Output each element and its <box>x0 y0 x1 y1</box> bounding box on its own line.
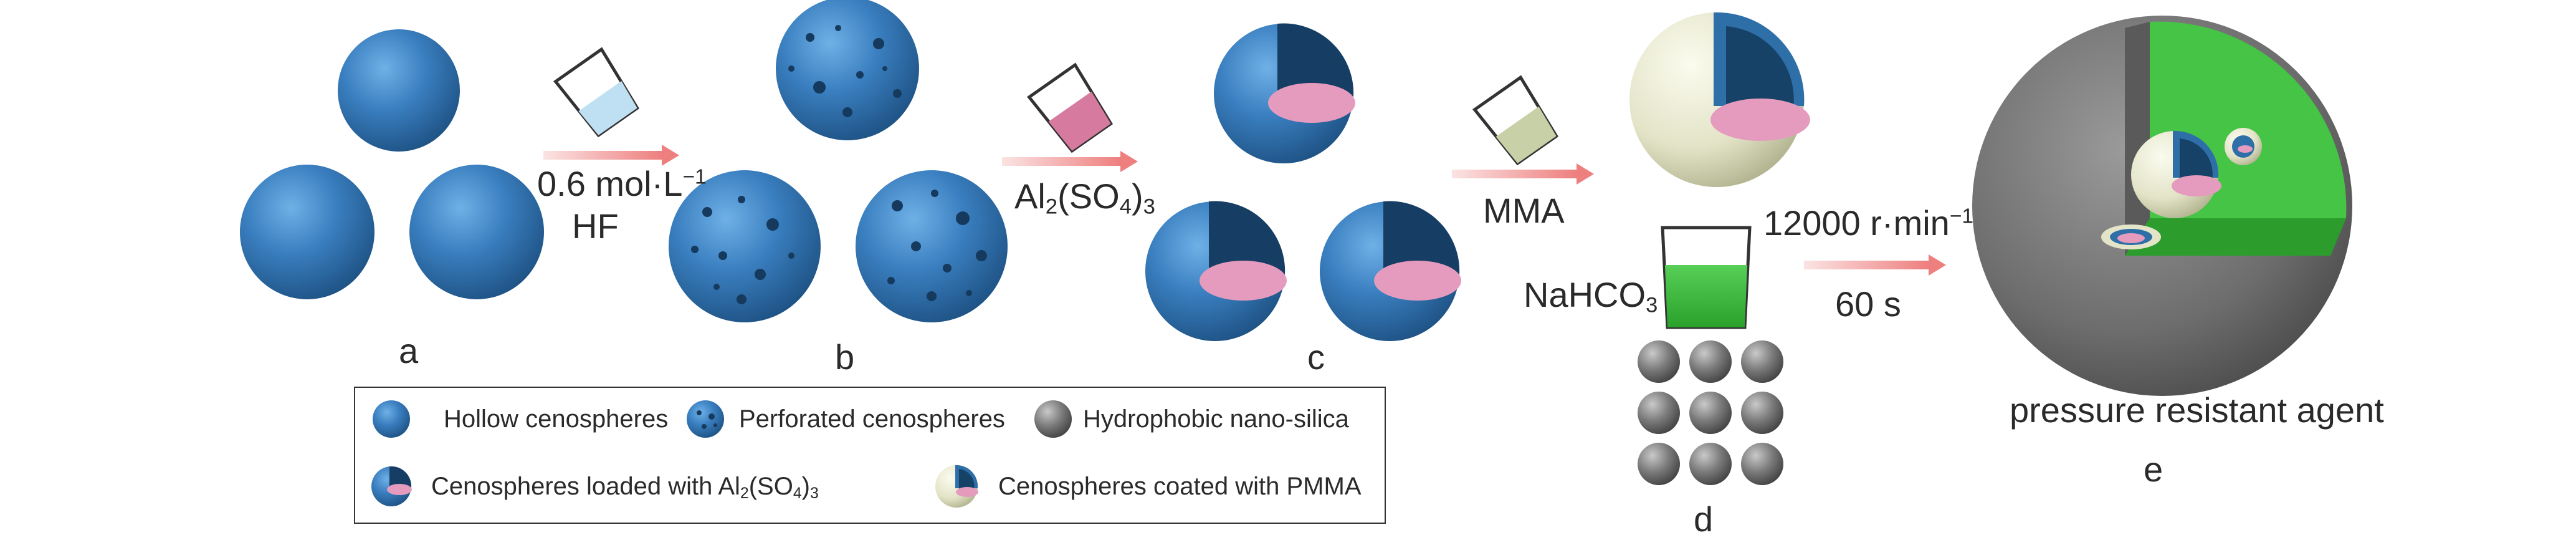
bicarbonate-pre: NaHCO <box>1524 275 1646 314</box>
legend-loaded-icon <box>371 466 412 506</box>
arrow2-sub2: 4 <box>1119 195 1132 219</box>
arrow1-sup: −1 <box>682 165 707 189</box>
perforated-cenosphere <box>776 0 919 140</box>
legend-coated-label: Cenospheres coated with PMMA <box>998 473 1362 500</box>
legend-silica-label: Hydrophobic nano-silica <box>1083 405 1349 433</box>
arrow-mma <box>1452 163 1594 185</box>
legend-hollow-label: Hollow cenospheres <box>444 405 669 433</box>
step-label-c: c <box>1307 337 1325 377</box>
legend-loaded-label: Cenospheres loaded with Al2(SO4)3 <box>431 473 819 503</box>
product-label: pressure resistant agent <box>2010 390 2384 430</box>
arrow3-reagent-label: MMA <box>1483 191 1565 230</box>
loaded-cenosphere <box>1320 201 1461 341</box>
beaker-mma-icon <box>1472 75 1559 166</box>
arrow2-mid: (SO <box>1057 176 1120 216</box>
arrow-aluminium-sulfate <box>1002 151 1138 172</box>
hollow-cenosphere <box>409 165 544 299</box>
legend-loaded-sub3: 3 <box>809 485 819 503</box>
arrow4-sup: −1 <box>1949 205 1974 228</box>
legend-loaded-pre: Cenospheres loaded with Al <box>431 473 740 500</box>
legend-loaded-mid: (SO <box>748 473 793 500</box>
bicarbonate-label: NaHCO3 <box>1524 274 1658 318</box>
arrow4-time-label: 60 s <box>1835 284 1901 324</box>
arrow2-pre: Al <box>1014 176 1046 216</box>
arrow1-concentration-label: 0.6 mol·L−1 <box>537 163 707 204</box>
nano-silica-grid <box>1638 340 1783 485</box>
legend-box <box>354 387 1386 524</box>
hollow-cenosphere <box>240 165 374 299</box>
step-label-a: a <box>399 331 419 370</box>
perforated-cenospheres-group <box>669 0 1008 322</box>
arrow-hf <box>543 145 679 166</box>
beaker-aluminium-sulfate-icon <box>1026 62 1114 153</box>
bicarbonate-sub: 3 <box>1646 293 1658 317</box>
legend-loaded-sub2: 4 <box>793 485 802 503</box>
legend-coated-icon <box>935 465 978 508</box>
step-label-d: d <box>1694 499 1714 539</box>
legend-silica-icon <box>1034 400 1072 438</box>
arrow2-post: ) <box>1131 176 1143 216</box>
pressure-resistant-agent <box>1972 16 2352 396</box>
legend-perforated-icon <box>687 400 724 438</box>
legend-perforated-label: Perforated cenospheres <box>739 405 1005 433</box>
loaded-cenospheres-group <box>1145 23 1461 341</box>
legend-icons <box>371 400 1072 508</box>
beaker-hf-icon <box>553 47 640 138</box>
legend-hollow-icon <box>373 400 410 438</box>
arrow1-reagent-label: HF <box>572 206 619 246</box>
arrow2-reagent-label: Al2(SO4)3 <box>1014 176 1155 219</box>
loaded-cenosphere <box>1145 201 1287 341</box>
arrow4-line1: 12000 r·min <box>1763 203 1950 243</box>
pmma-coated-cenosphere <box>1629 12 1810 187</box>
arrow2-sub3: 3 <box>1143 195 1155 219</box>
step-label-e: e <box>2144 450 2163 489</box>
legend-loaded-sub1: 2 <box>740 485 749 503</box>
arrow4-speed-label: 12000 r·min−1 <box>1763 203 1973 243</box>
arrow2-sub1: 2 <box>1045 195 1058 219</box>
hollow-cenospheres-group <box>240 29 544 299</box>
arrow-centrifuge <box>1804 254 1946 276</box>
step-label-b: b <box>835 337 855 377</box>
hollow-cenosphere <box>338 29 460 152</box>
beaker-bicarbonate-icon <box>1661 226 1752 329</box>
loaded-cenosphere <box>1214 23 1355 163</box>
legend-loaded-post: ) <box>801 473 810 500</box>
arrow1-line1: 0.6 mol·L <box>537 164 683 203</box>
